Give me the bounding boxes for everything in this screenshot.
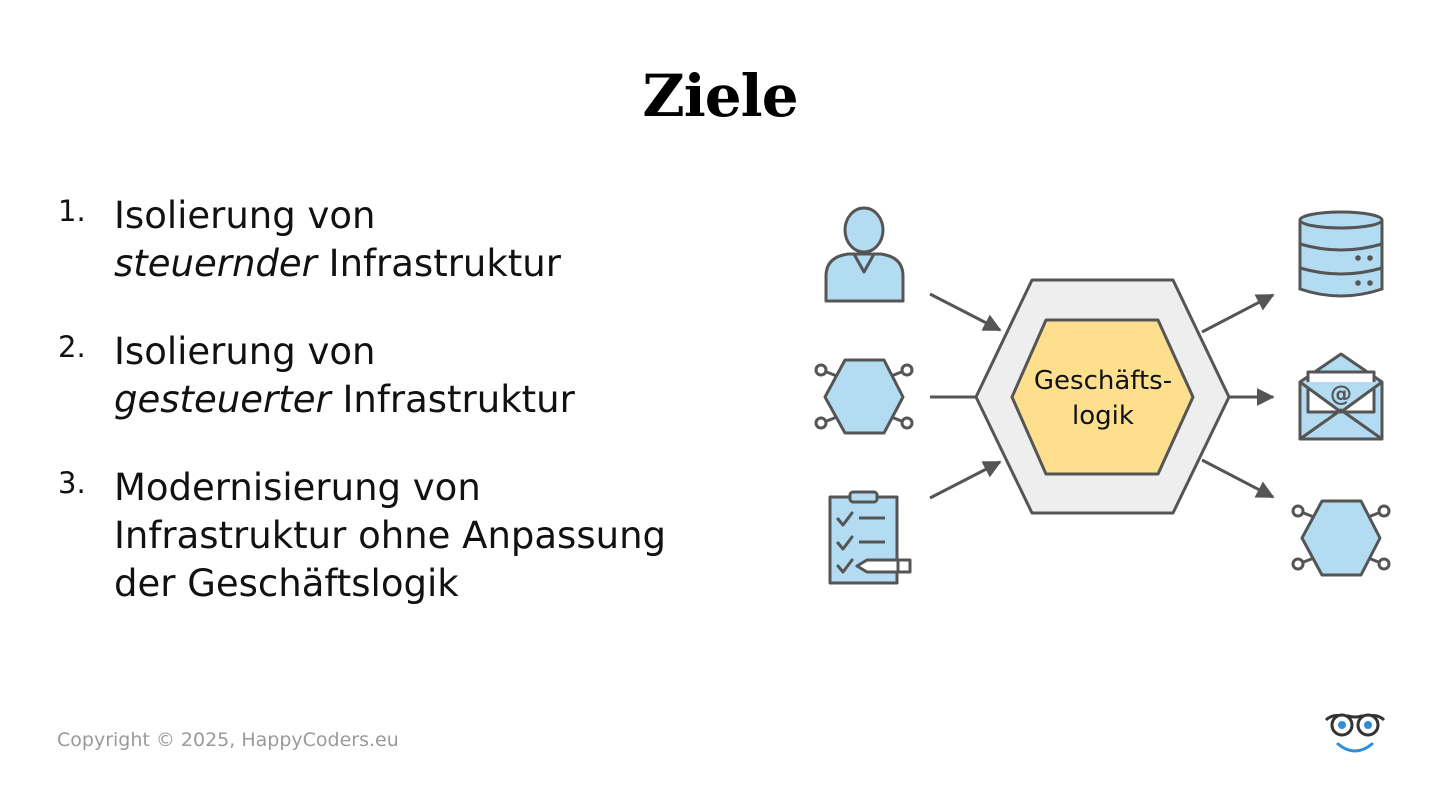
core-label-line1: Geschäfts- <box>1034 366 1172 396</box>
goal-text-line: Isolierung von <box>114 194 376 237</box>
core-label-line2: logik <box>1072 401 1134 431</box>
goal-number: 1. <box>58 194 86 228</box>
outgoing-arrows <box>1201 293 1275 499</box>
database-icon <box>1298 210 1384 298</box>
goal-text-line: Modernisierung von <box>114 466 481 509</box>
business-logic-hexagon <box>1010 318 1195 476</box>
adapter-hexagon-icon <box>814 358 914 435</box>
goal-number: 2. <box>58 330 86 364</box>
user-icon <box>824 206 905 303</box>
adapter-hexagon-icon <box>1291 499 1391 577</box>
goal-text-line: Infrastruktur ohne Anpassung <box>114 514 667 557</box>
email-icon: @ <box>1298 352 1384 441</box>
goal-number: 3. <box>58 466 86 500</box>
goal-text-line: der Geschäftslogik <box>114 562 459 605</box>
svg-text:@: @ <box>1330 382 1352 407</box>
page-title: Ziele <box>642 62 798 130</box>
hexagonal-architecture-diagram: Geschäfts- logik @ <box>814 206 1391 585</box>
goal-emphasis: steuernder <box>114 242 317 285</box>
goal-item-3: 3. Modernisierung von Infrastruktur ohne… <box>56 464 736 608</box>
goal-item-1: 1. Isolierung von steuernder Infrastrukt… <box>56 192 736 288</box>
goal-text-rest: Infrastruktur <box>330 378 575 421</box>
goal-text-line: gesteuerter Infrastruktur <box>114 376 736 424</box>
goal-text-rest: Infrastruktur <box>316 242 561 285</box>
checklist-icon <box>828 490 912 585</box>
goal-text-line: Isolierung von <box>114 330 376 373</box>
goal-item-2: 2. Isolierung von gesteuerter Infrastruk… <box>56 328 736 424</box>
copyright-footer: Copyright © 2025, HappyCoders.eu <box>57 729 399 751</box>
goals-list: 1. Isolierung von steuernder Infrastrukt… <box>56 192 736 648</box>
goal-text-line: steuernder Infrastruktur <box>114 240 736 288</box>
happycoders-logo-icon <box>1324 713 1386 753</box>
goal-emphasis: gesteuerter <box>114 378 331 421</box>
